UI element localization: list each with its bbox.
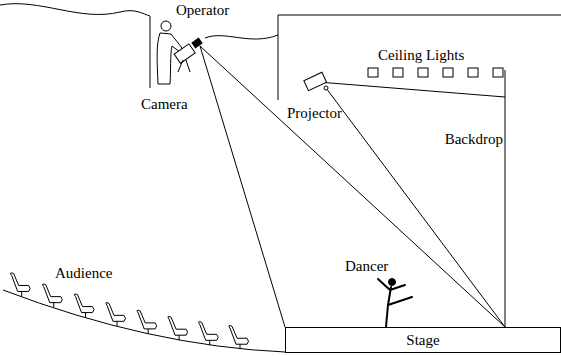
ceiling-lights-label: Ceiling Lights: [378, 48, 464, 63]
audience-seat: [137, 310, 157, 329]
ceiling-line: [318, 82, 505, 97]
audience-seats: [11, 273, 249, 349]
ceiling-light: [393, 68, 403, 77]
booth-wall: [150, 16, 151, 88]
seat-leg: [85, 313, 86, 318]
audience-seat: [11, 273, 31, 292]
camera-view-line: [200, 46, 505, 327]
ceiling-light: [468, 68, 478, 77]
backdrop-label: Backdrop: [445, 132, 503, 147]
room-outline: [278, 15, 561, 100]
stage-label: Stage: [406, 333, 439, 348]
audience-seat: [74, 294, 94, 313]
audience-floor: [3, 290, 285, 352]
dancer-figure: [378, 279, 412, 328]
projector-symbol: [304, 72, 328, 90]
stage-box: Stage: [285, 327, 561, 353]
seat-leg: [21, 291, 22, 296]
ceiling-light: [493, 68, 503, 77]
audience-seat: [43, 284, 63, 303]
audience-label: Audience: [55, 266, 112, 281]
ceiling-lights: [368, 68, 503, 77]
seat-leg: [179, 335, 180, 340]
ceiling-light: [443, 68, 453, 77]
audience-seat: [106, 303, 126, 322]
ceiling-light: [418, 68, 428, 77]
projector-label: Projector: [287, 106, 342, 121]
camera-label: Camera: [141, 97, 188, 112]
audience-seat: [199, 322, 219, 341]
audience-seat: [168, 317, 188, 336]
seat-leg: [116, 321, 117, 326]
ceiling-light: [368, 68, 378, 77]
wall-outline: [205, 35, 278, 39]
projector-beam: [326, 88, 505, 327]
seat-leg: [240, 344, 241, 349]
operator-label: Operator: [176, 3, 229, 18]
audience-seat: [229, 326, 249, 345]
dancer-label: Dancer: [345, 259, 388, 274]
seat-leg: [209, 340, 210, 345]
seat-leg: [53, 303, 54, 308]
wall-outline: [0, 4, 150, 16]
backdrop-line: [505, 70, 506, 327]
camera-symbol: [174, 38, 202, 72]
seat-leg: [148, 329, 149, 334]
